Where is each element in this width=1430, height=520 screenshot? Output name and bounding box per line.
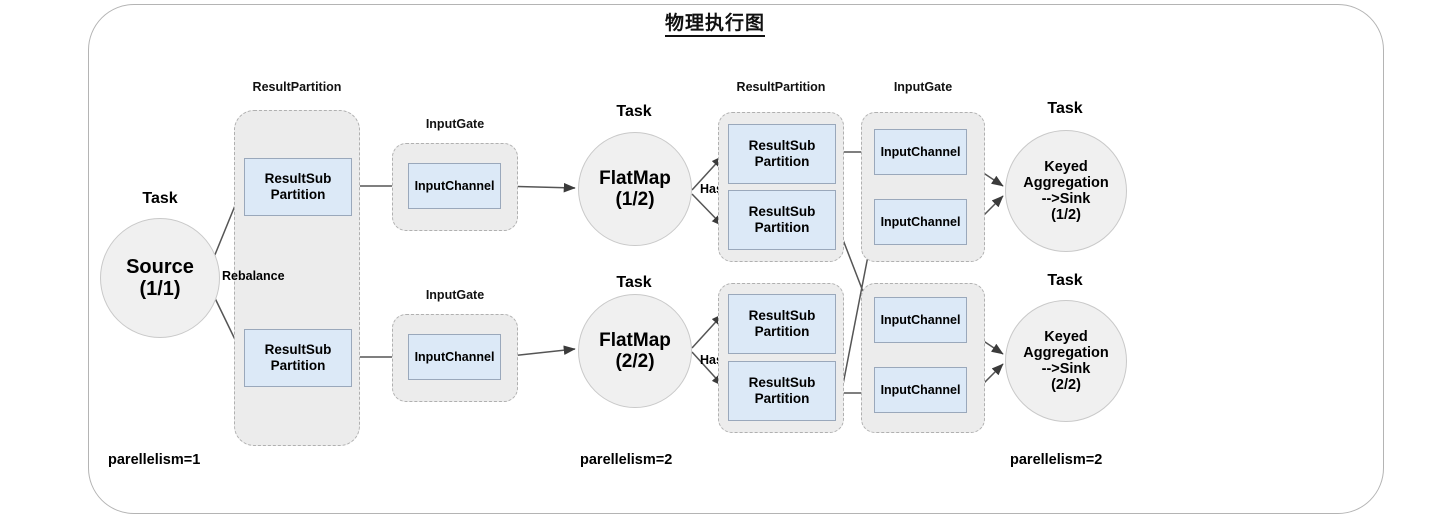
result-subpartition-s2b-2-line2: Partition	[754, 391, 810, 406]
input-channel-s3b-1: InputChannel	[874, 297, 967, 343]
result-subpartition-s1-1: ResultSub Partition	[244, 158, 352, 216]
edge-label-rebalance: Rebalance	[222, 269, 285, 283]
result-subpartition-s1-1-line1: ResultSub	[264, 171, 332, 187]
parallelism-stage1: parellelism=1	[108, 452, 201, 468]
result-subpartition-s1-1-line2: Partition	[270, 187, 326, 202]
result-subpartition-s1-2: ResultSub Partition	[244, 329, 352, 387]
result-subpartition-s2t-2-line2: Partition	[754, 220, 810, 235]
node-sink-bottom-line2: Aggregation	[1023, 344, 1109, 361]
diagram-outer-frame	[88, 4, 1384, 514]
node-flatmap-top: FlatMap (1/2)	[578, 132, 692, 246]
result-subpartition-s2t-2-line1: ResultSub	[748, 204, 816, 220]
node-sink-top: Keyed Aggregation -->Sink (1/2)	[1005, 130, 1127, 252]
result-subpartition-s2b-1-line1: ResultSub	[748, 308, 816, 324]
parallelism-stage3: parellelism=2	[1010, 452, 1103, 468]
node-flatmap-top-line2: (1/2)	[615, 189, 655, 210]
node-sink-top-line2: Aggregation	[1023, 174, 1109, 191]
result-subpartition-s2t-1-line2: Partition	[754, 154, 810, 169]
node-source: Source (1/1)	[100, 218, 220, 338]
node-sink-top-line1: Keyed	[1044, 158, 1088, 175]
result-subpartition-s1-2-line1: ResultSub	[264, 342, 332, 358]
node-flatmap-top-line1: FlatMap	[599, 167, 671, 189]
task-label-sink-bottom: Task	[1047, 272, 1083, 289]
result-partition-label-stage1: ResultPartition	[252, 80, 342, 94]
input-gate-label-stage3: InputGate	[893, 80, 953, 94]
result-subpartition-s2t-2: ResultSub Partition	[728, 190, 836, 250]
node-source-line2: (1/1)	[139, 278, 181, 300]
node-source-line1: Source	[126, 255, 194, 278]
result-subpartition-s2b-2: ResultSub Partition	[728, 361, 836, 421]
result-subpartition-s2t-1: ResultSub Partition	[728, 124, 836, 184]
task-label-sink-top: Task	[1047, 100, 1083, 117]
task-label-flatmap-bottom: Task	[616, 274, 652, 291]
result-subpartition-s2b-1-line2: Partition	[754, 324, 810, 339]
result-partition-label-stage2: ResultPartition	[736, 80, 826, 94]
parallelism-stage2: parellelism=2	[580, 452, 673, 468]
input-channel-s3t-1: InputChannel	[874, 129, 967, 175]
task-label-source: Task	[142, 190, 178, 207]
node-flatmap-bottom: FlatMap (2/2)	[578, 294, 692, 408]
input-channel-s3b-2: InputChannel	[874, 367, 967, 413]
input-gate-label-s2-top: InputGate	[425, 117, 485, 131]
node-sink-bottom-line4: (2/2)	[1051, 377, 1081, 394]
result-subpartition-s2b-1: ResultSub Partition	[728, 294, 836, 354]
page-title-text: 物理执行图	[664, 13, 765, 37]
node-flatmap-bottom-line2: (2/2)	[615, 351, 655, 372]
input-channel-s2-top: InputChannel	[408, 163, 501, 209]
input-gate-label-s2-bottom: InputGate	[425, 288, 485, 302]
result-subpartition-s2b-2-line1: ResultSub	[748, 375, 816, 391]
result-subpartition-s2t-1-line1: ResultSub	[748, 138, 816, 154]
result-subpartition-s1-2-line2: Partition	[270, 358, 326, 373]
task-label-flatmap-top: Task	[616, 103, 652, 120]
page-title: 物理执行图	[0, 8, 1430, 37]
node-sink-bottom: Keyed Aggregation -->Sink (2/2)	[1005, 300, 1127, 422]
input-channel-s2-bottom: InputChannel	[408, 334, 501, 380]
node-sink-top-line3: -->Sink	[1041, 191, 1091, 207]
node-sink-bottom-line3: -->Sink	[1041, 361, 1091, 377]
node-flatmap-bottom-line1: FlatMap	[599, 329, 671, 351]
input-channel-s3t-2: InputChannel	[874, 199, 967, 245]
node-sink-bottom-line1: Keyed	[1044, 328, 1088, 345]
node-sink-top-line4: (1/2)	[1051, 207, 1081, 224]
